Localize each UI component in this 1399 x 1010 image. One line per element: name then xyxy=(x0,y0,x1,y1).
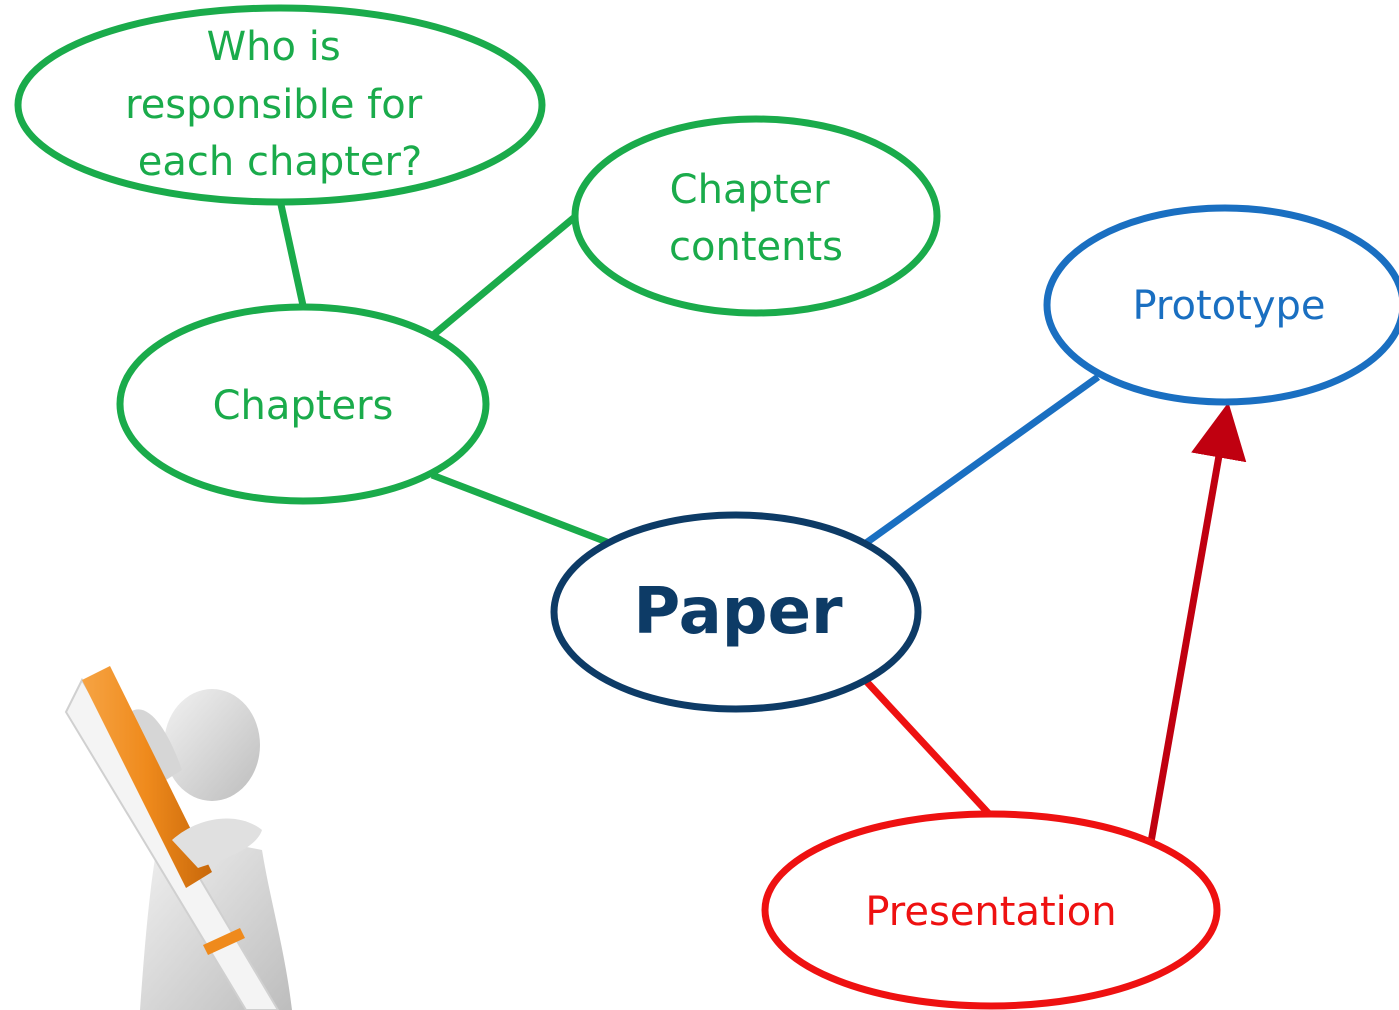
node-prototype: Prototype xyxy=(1043,204,1399,406)
node-chapters: Chapters xyxy=(116,303,490,505)
connector-paper-presentation xyxy=(863,678,994,819)
person-holding-pen-icon xyxy=(64,666,292,1010)
svg-text:Who is responsible for: Who is responsible for each chapter? xyxy=(125,24,435,185)
paper-label: Paper xyxy=(633,575,843,649)
who-line-3: each chapter? xyxy=(138,139,422,185)
connector-who-chapters xyxy=(276,199,308,311)
presentation-label: Presentation xyxy=(865,889,1116,935)
prototype-label: Prototype xyxy=(1133,283,1326,329)
connector-paper-prototype xyxy=(863,374,1101,546)
node-chapter-contents: Chapter contents xyxy=(571,115,941,317)
svg-text:Chapter contents: Chapter contents xyxy=(669,167,843,270)
connector-chapters-paper xyxy=(430,471,614,548)
node-who-responsible: Who is responsible for each chapter? xyxy=(14,4,546,206)
arrow-presentation-to-prototype xyxy=(1147,402,1247,843)
who-line-2: responsible for xyxy=(125,82,423,128)
contents-line-2: contents xyxy=(669,224,843,270)
who-line-1: Who is xyxy=(207,24,341,70)
node-presentation: Presentation xyxy=(761,810,1221,1010)
connector-chapters-contents xyxy=(429,213,579,339)
node-paper: Paper xyxy=(550,511,922,713)
contents-line-1: Chapter xyxy=(670,167,830,213)
chapters-label: Chapters xyxy=(213,383,394,429)
